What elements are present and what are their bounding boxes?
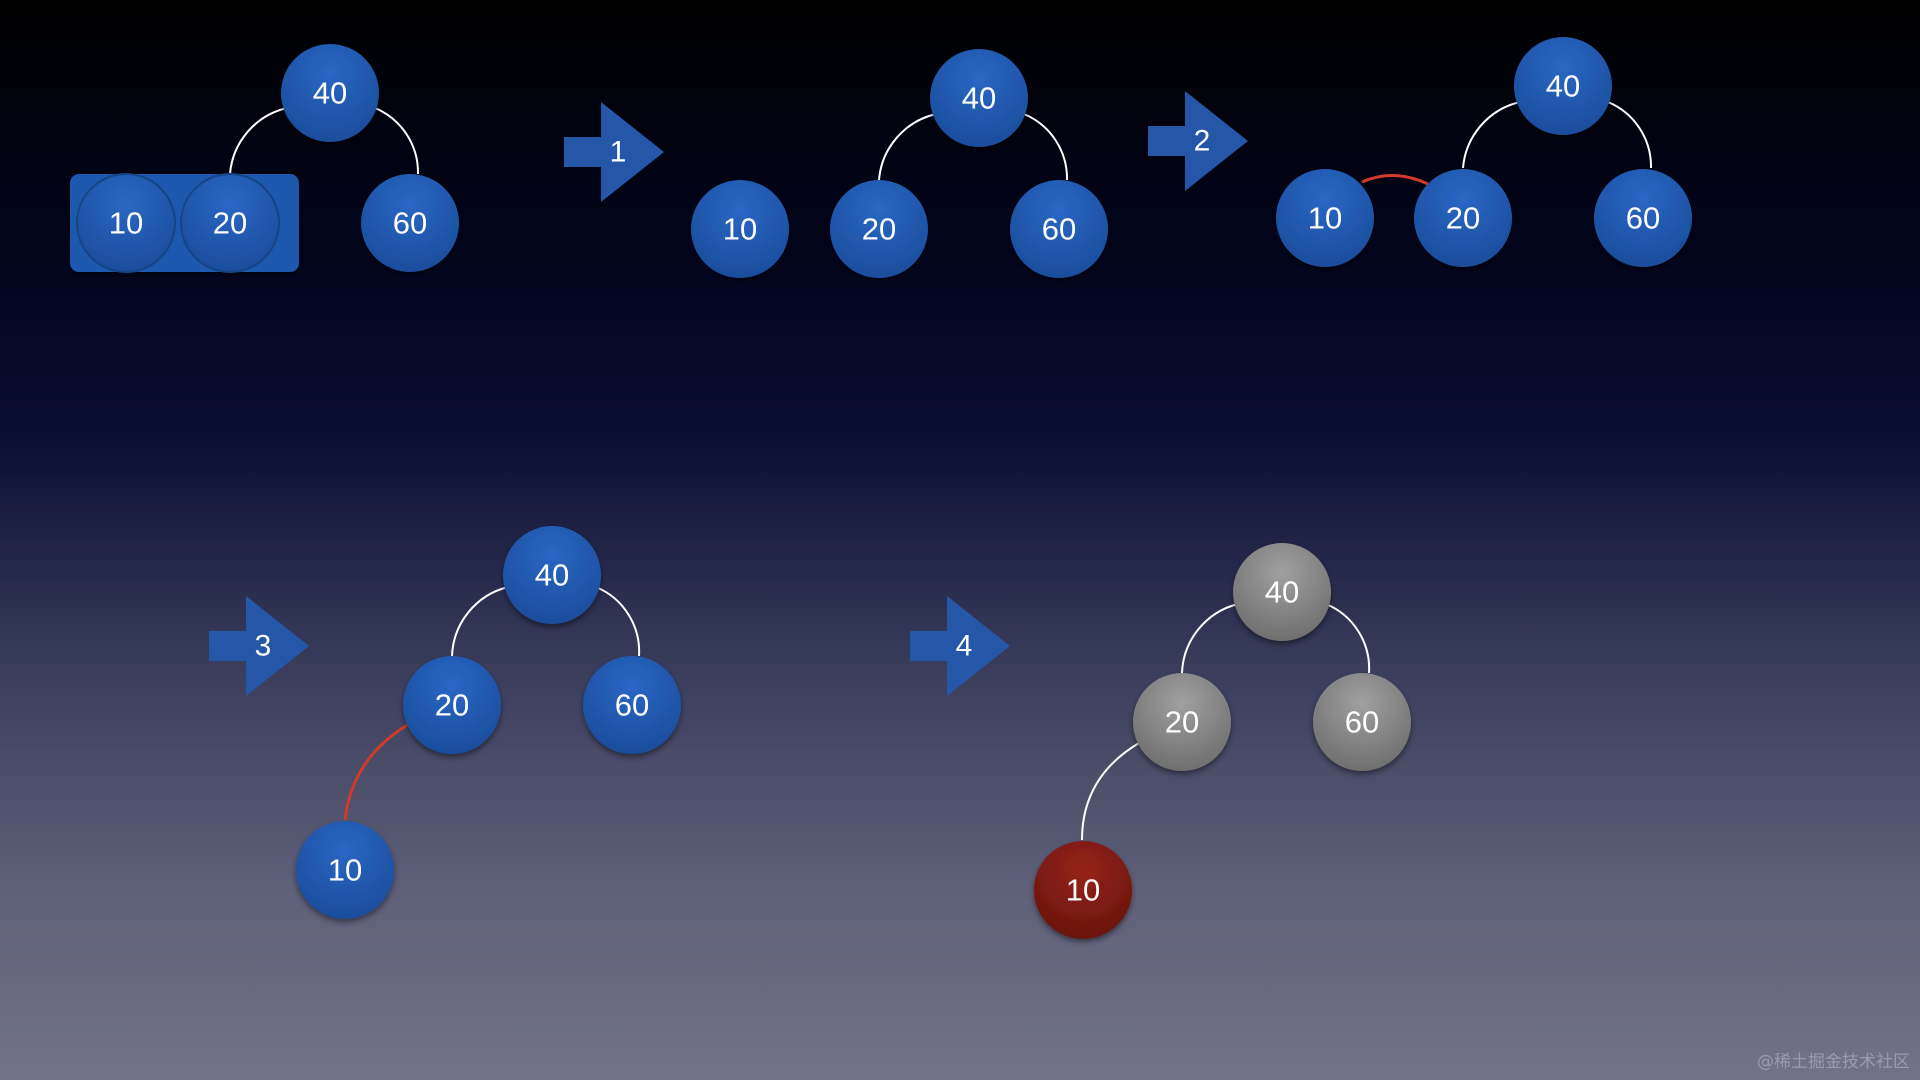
node-10: 10 [296,821,394,919]
node-40: 40 [503,526,601,624]
edge-40-20 [1462,101,1521,169]
edge-40-20 [1181,603,1239,674]
node-20: 20 [830,180,928,278]
node-label: 40 [1265,575,1299,610]
node-20: 20 [403,656,501,754]
edge-40-20 [451,586,509,657]
step-label: 1 [610,136,627,169]
step-label: 2 [1194,125,1211,158]
node-label: 10 [723,212,757,247]
node-10-red: 10 [1034,841,1132,939]
node-40: 40 [1233,543,1331,641]
node-label: 40 [313,76,347,111]
watermark: @稀土掘金技术社区 [1757,1052,1910,1072]
node-label: 40 [1546,69,1580,104]
node-10: 10 [76,173,176,273]
node-20: 20 [1414,169,1512,267]
edge-20-10 [1081,742,1140,841]
node-label: 60 [615,688,649,723]
edge-10-20-red [1361,173,1429,186]
node-10: 10 [1276,169,1374,267]
edge-40-20 [229,107,288,175]
node-40: 40 [930,49,1028,147]
node-label: 20 [435,688,469,723]
panel-initial: 40 10 20 60 [70,44,459,273]
node-label: 10 [1066,873,1100,908]
node-label: 10 [1308,201,1342,236]
node-label: 60 [1626,201,1660,236]
step-label: 4 [956,630,973,663]
step-arrow-4: 4 [910,596,1010,696]
node-20: 20 [1133,673,1231,771]
node-label: 60 [1345,705,1379,740]
step-arrow-1: 1 [564,102,664,202]
node-60: 60 [1313,673,1411,771]
node-60: 60 [583,656,681,754]
node-40: 40 [281,44,379,142]
node-40: 40 [1514,37,1612,135]
node-label: 40 [535,558,569,593]
edge-40-60 [374,107,420,175]
node-60: 60 [361,174,459,272]
node-label: 40 [962,81,996,116]
step-arrow-3: 3 [209,596,309,696]
edge-40-60 [1023,113,1069,181]
node-60: 60 [1010,180,1108,278]
step-arrow-2: 2 [1148,91,1248,191]
node-label: 60 [1042,212,1076,247]
node-label: 10 [328,853,362,888]
panel-step-1: 40 10 20 60 [691,49,1108,278]
panel-step-4: 40 20 60 10 [1034,543,1411,939]
step-label: 3 [255,630,272,663]
edge-40-60 [1607,101,1653,169]
node-label: 20 [862,212,896,247]
node-label: 10 [109,206,143,241]
node-10: 10 [691,180,789,278]
node-label: 60 [393,206,427,241]
panel-step-3: 40 20 60 10 [296,526,681,919]
node-20: 20 [180,173,280,273]
panel-step-2: 40 10 20 60 [1276,37,1692,267]
edge-40-60 [595,586,641,657]
node-label: 20 [1446,201,1480,236]
node-60: 60 [1594,169,1692,267]
edge-20-10-red [343,722,410,821]
edge-40-20 [878,113,937,181]
node-label: 20 [213,206,247,241]
edge-40-60 [1325,603,1371,674]
node-label: 20 [1165,705,1199,740]
